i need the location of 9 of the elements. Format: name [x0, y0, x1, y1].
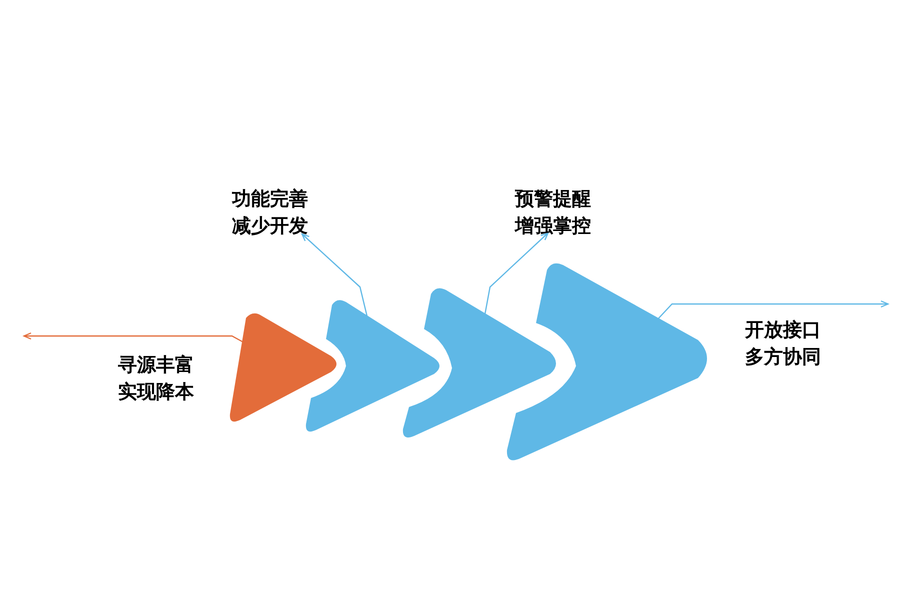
chevron-shape [401, 285, 559, 440]
caption-text: 寻源丰富实现降本 [118, 353, 195, 405]
leader-arrow [484, 232, 549, 314]
leader-arrow [656, 300, 889, 320]
leader-arrow [301, 233, 368, 316]
caption-text: 功能完善减少开发 [232, 186, 310, 240]
leader-arrow [23, 332, 244, 343]
caption-text: 开放接口多方协同 [745, 318, 822, 370]
caption-text: 预警提醒增强掌控 [515, 186, 593, 240]
